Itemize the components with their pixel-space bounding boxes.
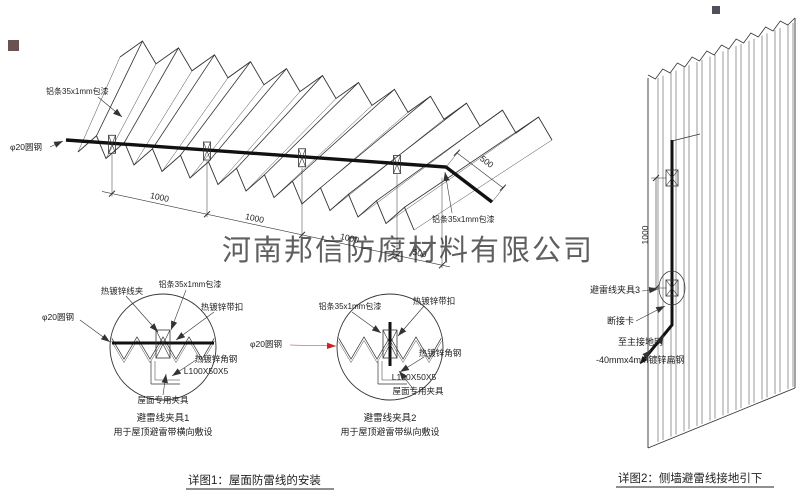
dim-1000-c: 1000 xyxy=(339,231,360,245)
d1-label-angle-steel: 热镀锌角钢 xyxy=(195,354,238,364)
captions: 详图1：屋面防雷线的安装 详图2：侧墙避雷线接地引下 xyxy=(186,471,774,490)
roof-wire-clamp xyxy=(203,141,211,161)
stamp-mark-right xyxy=(712,6,720,14)
dim-500: 500 xyxy=(412,247,428,260)
detail-circle-1 xyxy=(79,289,217,401)
detail2-circle xyxy=(336,293,444,401)
roof-isometric-view xyxy=(77,40,553,231)
wall-side-view xyxy=(635,17,796,449)
d2-label-roof-clamp: 屋面专用夹具 xyxy=(392,386,444,396)
d2-clamp xyxy=(382,329,398,359)
d2-label-alum: 铝条35x1mm包漆 xyxy=(319,301,382,311)
label-round-steel-roof: φ20圆钢 xyxy=(10,142,42,152)
caption-detail1: 详图1：屋面防雷线的安装 xyxy=(188,473,321,487)
d2-label-angle-spec: L100X50X5 xyxy=(392,372,437,382)
d1-label-angle-spec: L100X50X5 xyxy=(184,366,229,376)
dim-1000-b: 1000 xyxy=(244,211,265,225)
roof-lightning-wire xyxy=(65,134,494,204)
d1-label-round-steel: φ20圆钢 xyxy=(42,312,74,322)
dim-1000-a: 1000 xyxy=(149,190,170,204)
d1-label-wire-clip: 热镀锌线夹 xyxy=(101,286,144,296)
detail-circle-2 xyxy=(289,293,444,401)
roof-wire-clamp xyxy=(393,155,401,174)
d2-subtitle: 用于屋顶避雷带纵向敷设 xyxy=(340,426,439,437)
labels: 铝条35x1mm包漆 铝条35x1mm包漆 φ20圆钢 1000 1000 10… xyxy=(10,86,685,437)
d1-label-buckle: 热镀锌带扣 xyxy=(201,302,244,312)
wall-label-to-ground: 至主接地网 xyxy=(618,336,663,347)
company-watermark: 河南邦信防腐材料有限公司 xyxy=(222,234,594,267)
d2-label-buckle: 热镀锌带扣 xyxy=(413,296,456,306)
d1-title: 避雷线夹具1 xyxy=(137,412,190,424)
wall-label-flat-steel: -40mmx4mm镀锌扁钢 xyxy=(596,354,685,365)
label-alum-strip-top: 铝条35x1mm包漆 xyxy=(46,86,109,96)
d2-label-angle-steel: 热镀锌角钢 xyxy=(419,348,462,358)
ground-arrow xyxy=(639,356,648,365)
roof-dimensions xyxy=(49,96,507,269)
caption-detail2: 详图2：侧墙避雷线接地引下 xyxy=(618,471,762,485)
d1-label-alum: 铝条35x1mm包漆 xyxy=(159,279,222,289)
d2-label-round-steel: φ20圆钢 xyxy=(250,339,282,349)
d2-title: 避雷线夹具2 xyxy=(364,412,417,424)
wall-dim-1000: 1000 xyxy=(640,225,650,244)
label-alum-strip-right: 铝条35x1mm包漆 xyxy=(432,214,495,224)
roof-wire-clamp xyxy=(298,148,306,168)
roof-wire-clamp xyxy=(108,134,116,154)
wall-label-disconnect: 断接卡 xyxy=(607,315,634,326)
stamp-mark-left xyxy=(8,40,19,51)
d1-subtitle: 用于屋顶避雷带横向敷设 xyxy=(113,426,212,437)
d1-label-roof-clamp: 屋面专用夹具 xyxy=(137,395,189,405)
wall-label-clamp3: 避雷线夹具3 xyxy=(590,284,640,295)
d1-clamp xyxy=(155,329,171,359)
detail1-circle xyxy=(109,293,217,401)
